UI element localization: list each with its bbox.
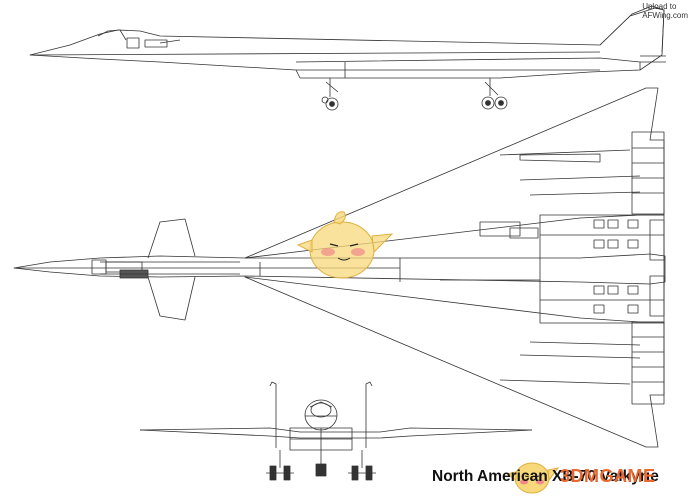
canard-upper bbox=[147, 218, 196, 259]
front-landing-gear bbox=[266, 450, 376, 481]
front-tail-right bbox=[365, 381, 373, 448]
side-fuselage bbox=[29, 7, 665, 79]
engine-bay bbox=[479, 214, 665, 324]
side-main-gear bbox=[481, 78, 508, 110]
side-tail-fin bbox=[599, 5, 665, 53]
front-view bbox=[139, 381, 533, 481]
upload-credit-line2: AFWing.com bbox=[642, 11, 688, 20]
watermark-mascot-icon bbox=[505, 462, 560, 494]
watermark-text: 3DMGAME bbox=[560, 466, 656, 486]
side-view bbox=[29, 5, 666, 111]
canard-lower bbox=[147, 276, 196, 321]
upload-credit: Upload to AFWing.com bbox=[642, 2, 688, 20]
front-tail-left bbox=[269, 381, 277, 448]
front-fuselage bbox=[304, 399, 338, 431]
wing-lower bbox=[244, 276, 665, 448]
front-wing-span bbox=[139, 427, 533, 433]
mascot-logo bbox=[296, 211, 394, 279]
wing-upper bbox=[244, 87, 665, 259]
drawing-title: North American XB-70 Valkyrie bbox=[432, 468, 659, 485]
upload-credit-line1: Upload to bbox=[642, 2, 677, 11]
side-nose-gear bbox=[321, 78, 339, 111]
